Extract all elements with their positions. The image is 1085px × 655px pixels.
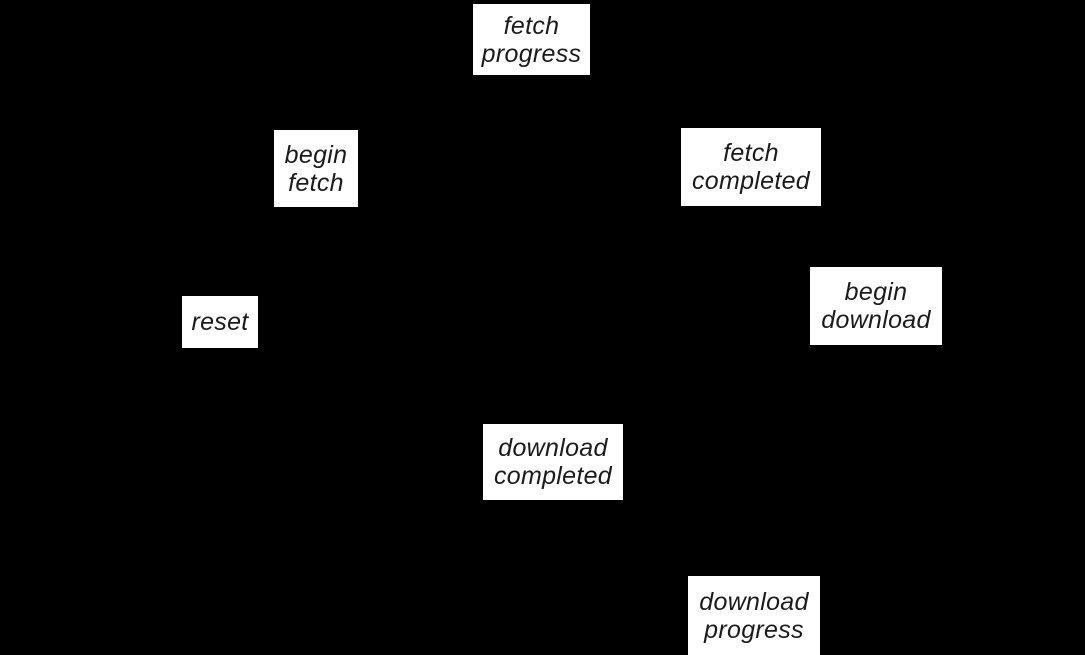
transition-label-begin-fetch: begin fetch xyxy=(274,130,358,207)
transition-label-reset: reset xyxy=(182,296,258,348)
transition-label-download-completed: download completed xyxy=(483,424,623,500)
transition-label-download-progress: download progress xyxy=(688,576,820,655)
transition-label-fetch-progress: fetch progress xyxy=(473,4,590,75)
transition-label-begin-download: begin download xyxy=(810,267,942,345)
transition-label-fetch-completed: fetch completed xyxy=(681,128,821,206)
